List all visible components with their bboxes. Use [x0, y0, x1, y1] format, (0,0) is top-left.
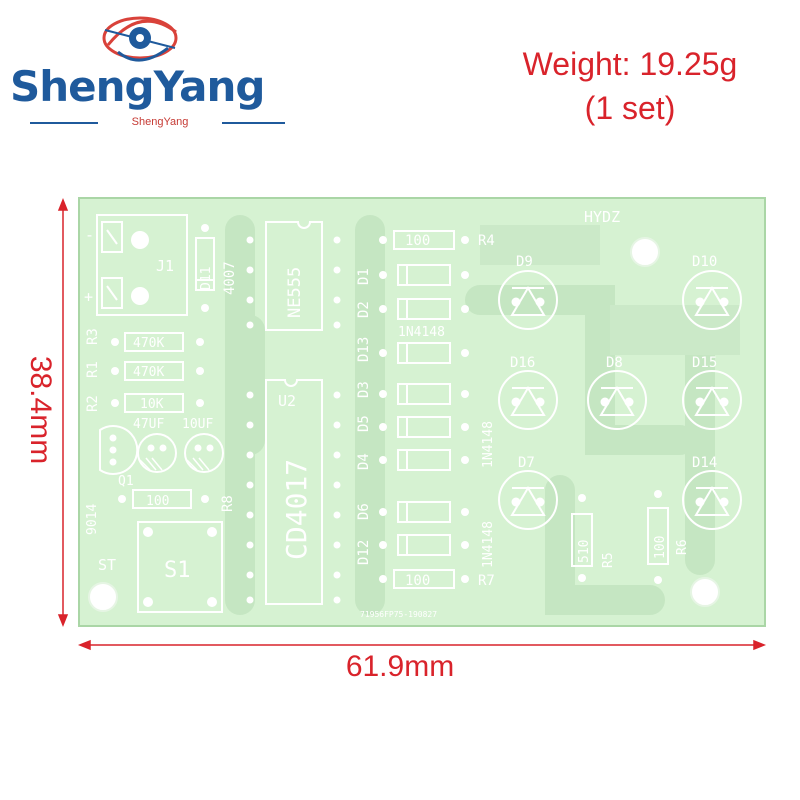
label-r7: R7 — [478, 573, 495, 589]
cd4017-pads — [246, 391, 341, 604]
label-r5: R5 — [601, 552, 616, 568]
product-info: Weight: 19.25g (1 set) — [470, 42, 790, 130]
label-d13: D13 — [356, 337, 372, 362]
label-r8: R8 — [220, 495, 236, 512]
label-r8-val: 100 — [146, 494, 169, 509]
label-diode-part-3: 1N4148 — [481, 521, 496, 568]
s1-switch-outline — [137, 521, 223, 613]
label-r4-val: 100 — [405, 233, 430, 249]
logo-icon — [102, 16, 178, 62]
label-r5-val: 510 — [577, 540, 592, 563]
height-dimension-line — [57, 197, 69, 628]
label-d11-part: 4007 — [222, 261, 238, 295]
mounting-holes — [88, 237, 720, 612]
label-r2-val: 10K — [140, 397, 164, 412]
s1-switch-pads — [143, 527, 217, 607]
ne555-pads — [246, 236, 341, 329]
label-u2: U2 — [278, 392, 296, 410]
label-r6-val: 100 — [653, 536, 668, 559]
label-r1: R1 — [85, 361, 101, 378]
label-diode-part-1: 1N4148 — [398, 325, 445, 340]
label-r3: R3 — [85, 328, 101, 345]
weight-text: Weight: 19.25g — [522, 46, 738, 82]
label-s1: S1 — [164, 558, 191, 583]
label-r6: R6 — [675, 539, 690, 555]
label-d14: D14 — [692, 455, 717, 471]
label-d1: D1 — [356, 268, 372, 285]
cd4017-outline — [265, 379, 323, 605]
label-ne555: NE555 — [285, 267, 305, 318]
label-diode-part-2: 1N4148 — [481, 421, 496, 468]
ne555-outline — [265, 221, 323, 331]
d11-outline — [195, 237, 215, 291]
r5-r6-pads — [578, 490, 662, 584]
label-r2: R2 — [85, 395, 101, 412]
label-d15: D15 — [692, 355, 717, 371]
diode-column-pads — [379, 236, 469, 583]
brand-subtitle: ShengYang — [131, 116, 189, 128]
label-d10: D10 — [692, 254, 717, 270]
label-d16: D16 — [510, 355, 535, 371]
label-r3-val: 470K — [133, 336, 164, 351]
r5-r6-outlines — [571, 507, 669, 567]
label-d8: D8 — [606, 355, 623, 371]
capacitor-pads — [147, 444, 214, 452]
brand-logo: ShengYang ShengYang — [0, 0, 300, 150]
label-q1-part: 9014 — [85, 504, 100, 535]
label-c1-val: 47UF — [133, 417, 164, 432]
label-minus: - — [85, 226, 94, 244]
height-label: 38.4mm — [24, 355, 57, 465]
copper-pour — [480, 225, 740, 355]
width-dimension-line — [77, 639, 767, 651]
q1-pads — [109, 434, 117, 466]
label-j1: J1 — [156, 257, 174, 275]
board-title: HYDZ — [584, 208, 620, 226]
left-resistor-pads — [111, 338, 209, 503]
label-q1: Q1 — [118, 474, 134, 489]
label-r4: R4 — [478, 233, 495, 249]
pcb-board: HYDZ J1 - + D11 4007 NE555 U2 CD4017 R3 … — [78, 197, 766, 627]
label-d5: D5 — [356, 415, 372, 432]
label-d11: D11 — [199, 267, 214, 290]
set-text: (1 set) — [584, 90, 676, 126]
j1-connector — [96, 214, 188, 316]
label-d6: D6 — [356, 503, 372, 520]
label-plus: + — [84, 288, 93, 306]
left-resistor-outlines — [124, 332, 192, 509]
label-r1-val: 470K — [133, 365, 164, 380]
board-serial: 71956FP75-190827 — [360, 610, 437, 619]
capacitor-hatching — [139, 457, 210, 471]
capacitor-outlines — [137, 433, 224, 473]
brand-name: ShengYang — [10, 62, 265, 111]
label-st: ST — [98, 556, 116, 574]
label-r7-val: 100 — [405, 573, 430, 589]
label-d3: D3 — [356, 381, 372, 398]
diode-column-outlines — [393, 230, 455, 589]
label-cd4017: CD4017 — [280, 459, 313, 560]
led-pads — [511, 297, 729, 507]
label-d9: D9 — [516, 254, 533, 270]
label-c2-val: 10UF — [182, 417, 213, 432]
label-d12: D12 — [356, 540, 372, 565]
label-d2: D2 — [356, 301, 372, 318]
width-label: 61.9mm — [345, 650, 455, 683]
label-d4: D4 — [356, 453, 372, 470]
label-d7: D7 — [518, 455, 535, 471]
